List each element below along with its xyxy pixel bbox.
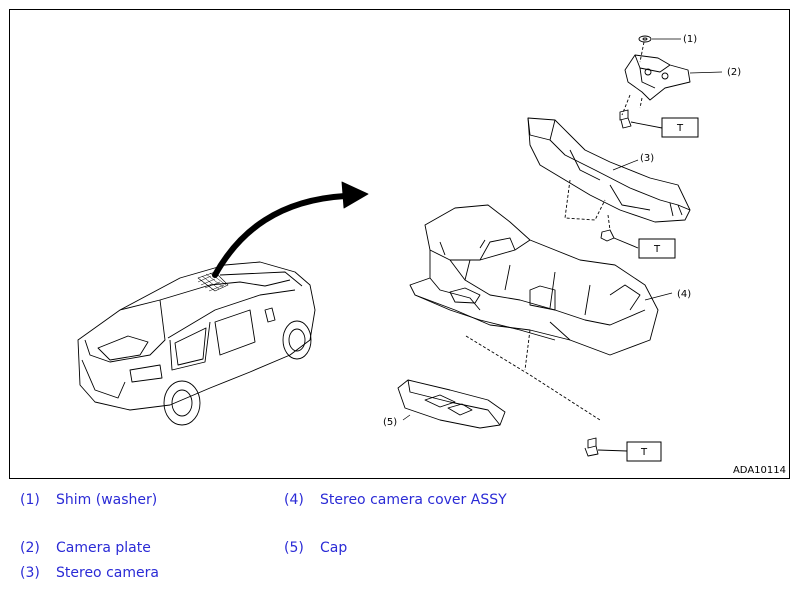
legend-num: (4) xyxy=(284,492,304,508)
part-camera-plate xyxy=(621,54,691,116)
torque-box-middle: T xyxy=(638,238,676,259)
legend-num: (3) xyxy=(20,565,40,581)
legend-label: Shim (washer) xyxy=(56,492,158,508)
legend-item-2: (2) Camera plate xyxy=(20,540,151,556)
exploded-parts-diagram: T T T (1) (2) (3) (4) (5) ADA10114 xyxy=(9,9,790,479)
callout-5: (5) xyxy=(383,417,397,428)
legend-num: (1) xyxy=(20,492,40,508)
callout-4: (4) xyxy=(677,289,691,300)
bolt-lower xyxy=(584,437,628,457)
legend-label: Stereo camera cover ASSY xyxy=(320,492,507,508)
part-shim xyxy=(638,35,652,63)
callout-3: (3) xyxy=(640,153,654,164)
legend-label: Stereo camera xyxy=(56,565,159,581)
callout-1: (1) xyxy=(683,34,697,45)
bolt-upper xyxy=(619,109,663,129)
callout-2: (2) xyxy=(727,67,741,78)
location-arrow xyxy=(212,193,348,278)
legend-num: (5) xyxy=(284,540,304,556)
vehicle-illustration xyxy=(77,261,316,426)
legend-item-3: (3) Stereo camera xyxy=(20,565,159,581)
svg-text:T: T xyxy=(653,244,661,255)
part-cover-assy xyxy=(409,204,673,421)
legend-num: (2) xyxy=(20,540,40,556)
figure-id: ADA10114 xyxy=(732,465,786,476)
legend-item-1: (1) Shim (washer) xyxy=(20,492,157,508)
diagram-drawing: T T T (1) (2) (3) (4) (5) xyxy=(77,34,741,462)
legend-label: Camera plate xyxy=(56,540,151,556)
legend-item-5: (5) Cap xyxy=(284,540,347,556)
svg-text:T: T xyxy=(640,447,648,458)
torque-box-upper: T xyxy=(661,117,699,138)
legend-label: Cap xyxy=(320,540,348,556)
nut-middle xyxy=(600,229,639,249)
legend-item-4: (4) Stereo camera cover ASSY xyxy=(284,492,507,508)
part-cap xyxy=(397,379,506,429)
svg-text:T: T xyxy=(676,123,684,134)
part-stereo-camera xyxy=(527,117,691,231)
torque-box-lower: T xyxy=(626,441,662,462)
